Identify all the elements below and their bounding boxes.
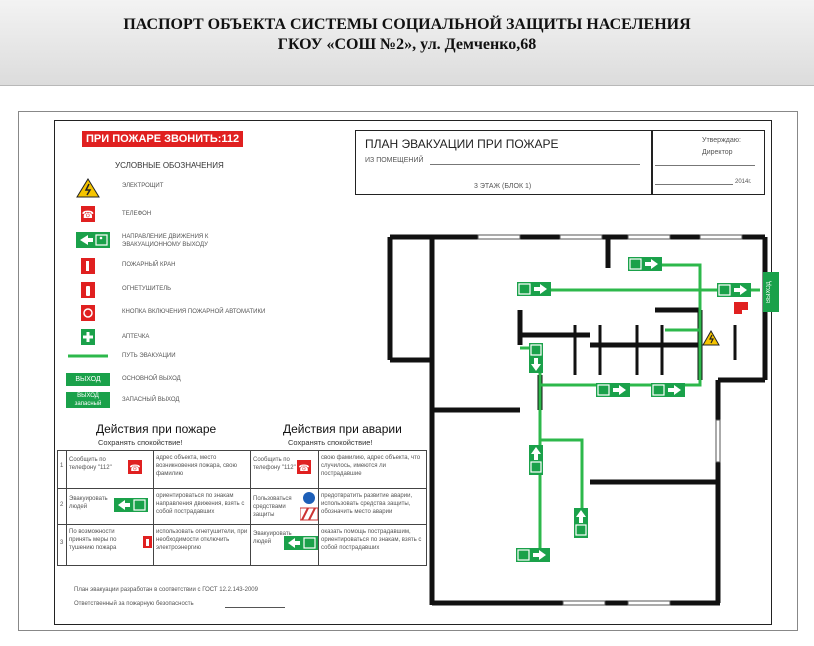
- plan-title: ПЛАН ЭВАКУАЦИИ ПРИ ПОЖАРЕ: [365, 137, 559, 151]
- svg-text:☎: ☎: [82, 210, 94, 221]
- legend-label-phone: ТЕЛЕФОН: [122, 211, 152, 217]
- fire-hydrant-icon: [81, 258, 95, 274]
- table-row-3-accident-action: Эвакуировать людей: [253, 531, 292, 545]
- approve-label: Утверждаю:: [702, 137, 741, 144]
- footer-gost-note: План эвакуации разработан в соответствии…: [74, 587, 258, 593]
- exit-arrow-icon: [284, 536, 318, 550]
- legend-label-path: ПУТЬ ЭВАКУАЦИИ: [122, 353, 176, 359]
- table-row-1-accident-detail: свою фамилию, адрес объекта, что случило…: [321, 455, 421, 477]
- main-exit-badge: ВЫХОД: [66, 373, 110, 386]
- legend-label-aid: АПТЕЧКА: [122, 334, 150, 340]
- exit-arrow-icon: [76, 232, 110, 248]
- spare-exit-badge: ВЫХОД запасный: [66, 392, 110, 408]
- call-112-banner: ПРИ ПОЖАРЕ ЗВОНИТЬ:112: [82, 131, 244, 147]
- actions-table: [57, 450, 427, 566]
- table-row-2-accident-action: Пользоваться средствами защиты: [253, 496, 292, 518]
- approve-year: 2014г.: [735, 179, 752, 185]
- accident-actions-title: Действия при аварии: [283, 422, 402, 436]
- table-row-2-detail: ориентироваться по знакам направления дв…: [156, 493, 245, 515]
- exit-arrow-down-icon: [529, 343, 543, 373]
- table-row-3-action: По возможности принять меры по тушению п…: [69, 529, 117, 551]
- date-line: [655, 184, 733, 185]
- exit-arrow-up-icon: [574, 508, 588, 538]
- table-col-divider: [153, 450, 154, 566]
- phone-icon: ☎: [297, 460, 311, 474]
- director-label: Директор: [702, 149, 733, 156]
- exit-signs: [516, 257, 751, 562]
- footer-responsible: Ответственный за пожарную безопасность: [74, 601, 194, 607]
- table-row-3-detail: использовать огнетушители, при необходим…: [156, 529, 248, 551]
- legend-label-spare-exit: ЗАПАСНЫЙ ВЫХОД: [122, 397, 180, 403]
- svg-text:☎: ☎: [129, 464, 140, 474]
- exit-arrow-icon: [517, 282, 551, 296]
- exit-arrow-up-icon: [529, 445, 543, 475]
- spare-exit-badge-line-1: ВЫХОД: [77, 393, 99, 399]
- floor-plan-windows: [477, 234, 743, 606]
- legend-label-electric: ЭЛЕКТРОЩИТ: [122, 183, 164, 189]
- table-col-divider: [66, 450, 67, 566]
- plan-floor-label: 3 ЭТАЖ (БЛОК 1): [474, 183, 532, 190]
- legend-label-main-exit: ОСНОВНОЙ ВЫХОД: [122, 376, 181, 382]
- table-col-divider: [250, 450, 251, 566]
- approval-box: [652, 130, 765, 195]
- legend-label-extinguisher: ОГНЕТУШИТЕЛЬ: [122, 286, 172, 292]
- evacuation-path: [520, 263, 760, 555]
- exit-arrow-icon: [717, 283, 751, 297]
- legend-title: УСЛОВНЫЕ ОБОЗНАЧЕНИЯ: [115, 161, 224, 170]
- signature-line: [655, 165, 755, 166]
- table-row-divider: [57, 524, 427, 525]
- alarm-button-icon: [81, 305, 95, 321]
- table-col-divider: [318, 450, 319, 566]
- spare-exit-badge-line-2: запасный: [74, 401, 102, 407]
- plan-from-label: ИЗ ПОМЕЩЕНИЙ: [365, 157, 424, 164]
- plan-title-box: [355, 130, 652, 195]
- poster-inner-border: [54, 120, 772, 625]
- fire-actions-subtitle: Сохранять спокойствие!: [98, 438, 183, 447]
- signature-line: [225, 607, 285, 608]
- legend-label-hydrant: ПОЖАРНЫЙ КРАН: [122, 262, 176, 268]
- evacuation-poster: [18, 111, 798, 631]
- accident-actions-subtitle: Сохранять спокойствие!: [288, 438, 373, 447]
- evacuation-path-icon: [68, 354, 108, 358]
- floor-plan-partitions: [573, 325, 737, 375]
- plan-from-line: [430, 164, 640, 165]
- legend-label-direction: НАПРАВЛЕНИЕ ДВИЖЕНИЯ К ЭВАКУАЦИОННОМУ ВЫ…: [122, 234, 209, 248]
- main-exit-label: ВЫХОД: [766, 281, 772, 303]
- svg-text:☎: ☎: [298, 464, 309, 474]
- page-header: ПАСПОРТ ОБЪЕКТА СИСТЕМЫ СОЦИАЛЬНОЙ ЗАЩИТ…: [0, 0, 814, 86]
- exit-arrow-icon: [628, 257, 662, 271]
- table-row-1-detail: адрес объекта, место возникновения пожар…: [156, 455, 237, 477]
- page-title-line-1: ПАСПОРТ ОБЪЕКТА СИСТЕМЫ СОЦИАЛЬНОЙ ЗАЩИТ…: [123, 16, 691, 33]
- exit-arrow-icon: [596, 383, 630, 397]
- extinguisher-icon: [81, 282, 95, 298]
- electric-hazard-icon: [702, 329, 720, 346]
- table-row-2-accident-detail: предотвратить развитие аварии, использов…: [321, 493, 413, 515]
- protective-equipment-icon: [300, 492, 318, 521]
- phone-icon: ☎: [81, 206, 95, 222]
- phone-icon: ☎: [128, 460, 142, 474]
- table-row-divider: [57, 488, 427, 489]
- legend-label-alarm: КНОПКА ВКЛЮЧЕНИЯ ПОЖАРНОЙ АВТОМАТИКИ: [122, 309, 266, 315]
- table-row-1-accident-action: Сообщить по телефону "112": [253, 457, 296, 471]
- table-row-3-num: 3: [60, 540, 64, 546]
- main-exit-marker: [763, 272, 779, 312]
- extinguisher-icon: [143, 536, 152, 548]
- page-title-line-2: ГКОУ «СОШ №2», ул. Демченко,68: [277, 36, 537, 53]
- extinguisher-icon: [742, 302, 748, 310]
- first-aid-icon: [81, 329, 95, 345]
- fire-hydrant-icon: [734, 302, 742, 314]
- exit-arrow-icon: [516, 548, 550, 562]
- exit-arrow-icon: [651, 383, 685, 397]
- table-row-1-action: Сообщить по телефону "112": [69, 457, 112, 471]
- exit-arrow-icon: [114, 498, 148, 512]
- table-row-2-num: 2: [60, 502, 64, 508]
- table-row-2-action: Эвакуировать людей: [69, 496, 108, 510]
- table-row-3-accident-detail: оказать помощь пострадавшим, ориентирова…: [321, 529, 422, 551]
- table-row-1-num: 1: [60, 463, 64, 469]
- electric-hazard-icon: [76, 178, 100, 198]
- fire-actions-title: Действия при пожаре: [96, 422, 217, 436]
- floor-plan-walls: [387, 234, 768, 606]
